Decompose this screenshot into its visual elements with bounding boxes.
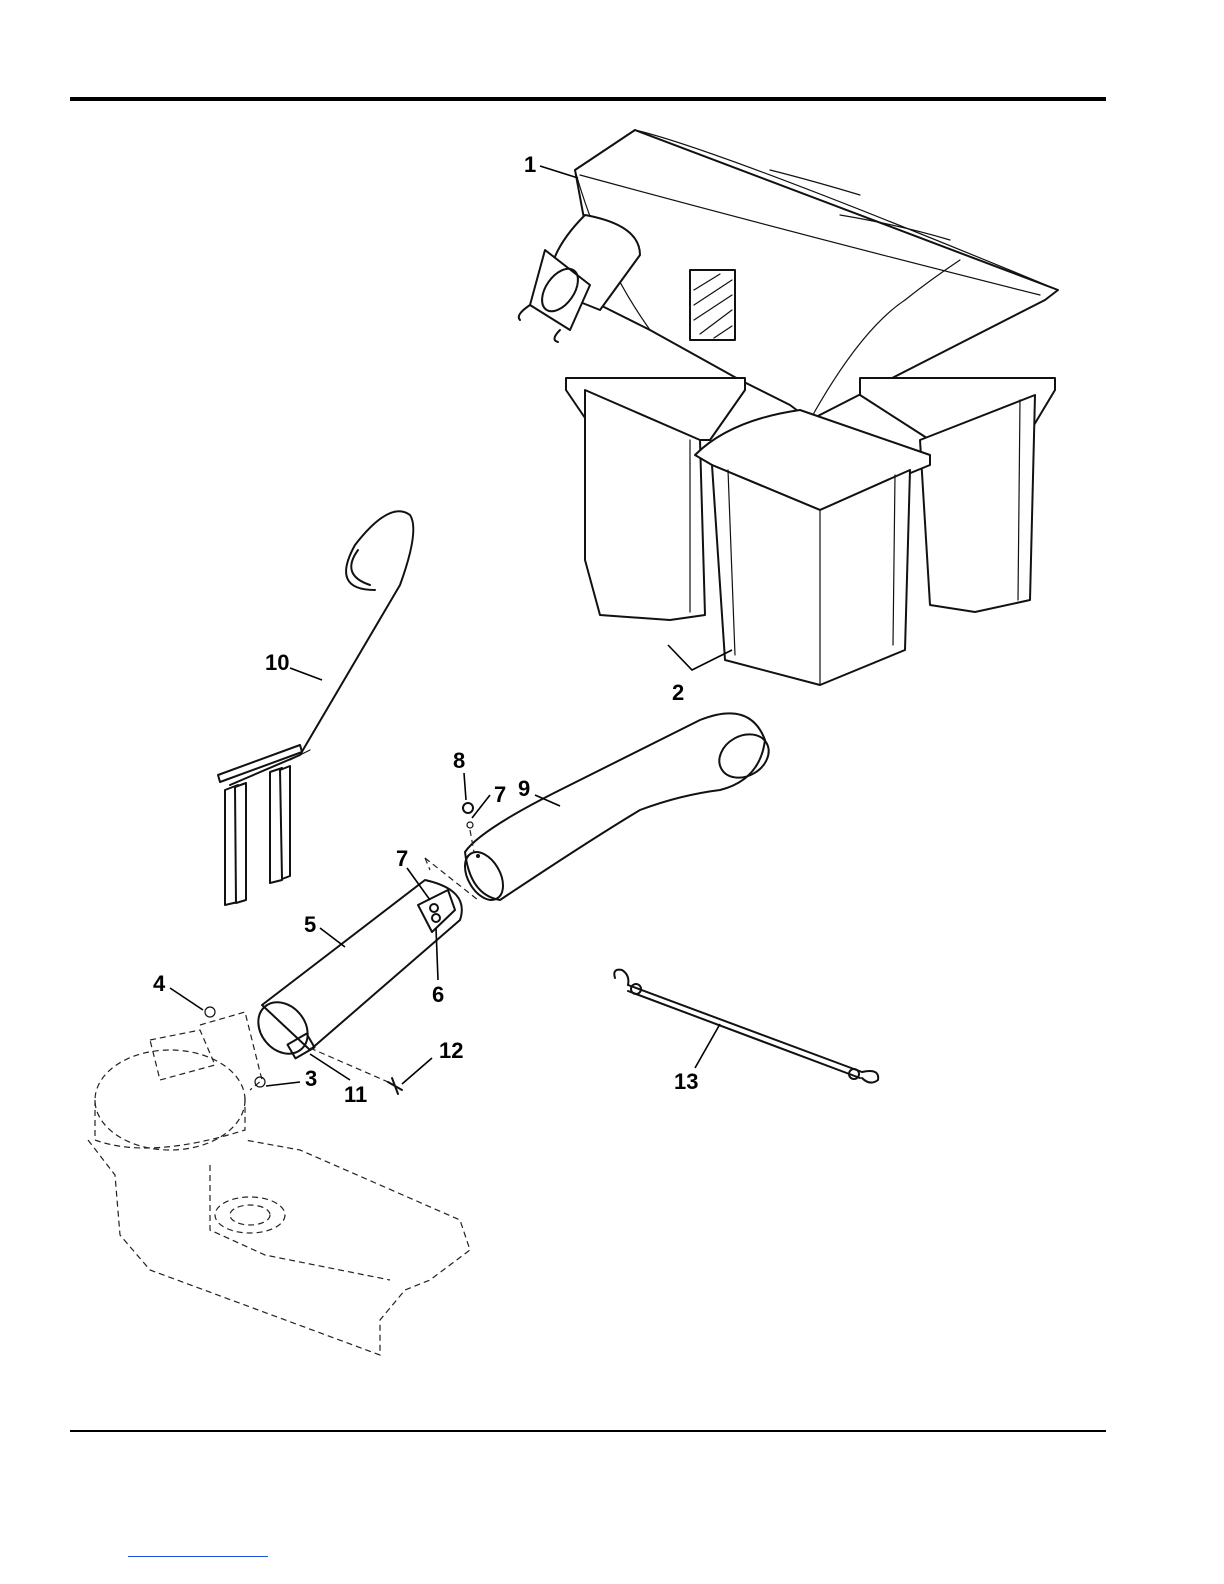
callout-4: 4	[153, 971, 166, 996]
callout-2: 2	[672, 680, 684, 705]
callout-13: 13	[674, 1069, 698, 1094]
mower-deck-phantom	[88, 1007, 470, 1355]
callout-12: 12	[439, 1038, 463, 1063]
part-2-bins	[566, 378, 1055, 685]
callout-1: 1	[524, 152, 536, 177]
callout-7-lower: 7	[396, 846, 408, 871]
part-10-rake-tool	[218, 511, 413, 905]
callout-6: 6	[432, 982, 444, 1007]
part-9-upper-tube	[457, 713, 776, 906]
part-12-bolt	[388, 1078, 402, 1094]
part-1-bag-cover	[519, 130, 1058, 420]
callout-10: 10	[265, 650, 289, 675]
callout-11: 11	[344, 1082, 367, 1107]
callout-7-upper: 7	[494, 782, 506, 807]
callout-8: 8	[453, 748, 465, 773]
callout-5: 5	[304, 912, 316, 937]
part-13-cord	[614, 970, 878, 1083]
callout-3: 3	[305, 1066, 317, 1091]
callout-9: 9	[518, 776, 530, 801]
